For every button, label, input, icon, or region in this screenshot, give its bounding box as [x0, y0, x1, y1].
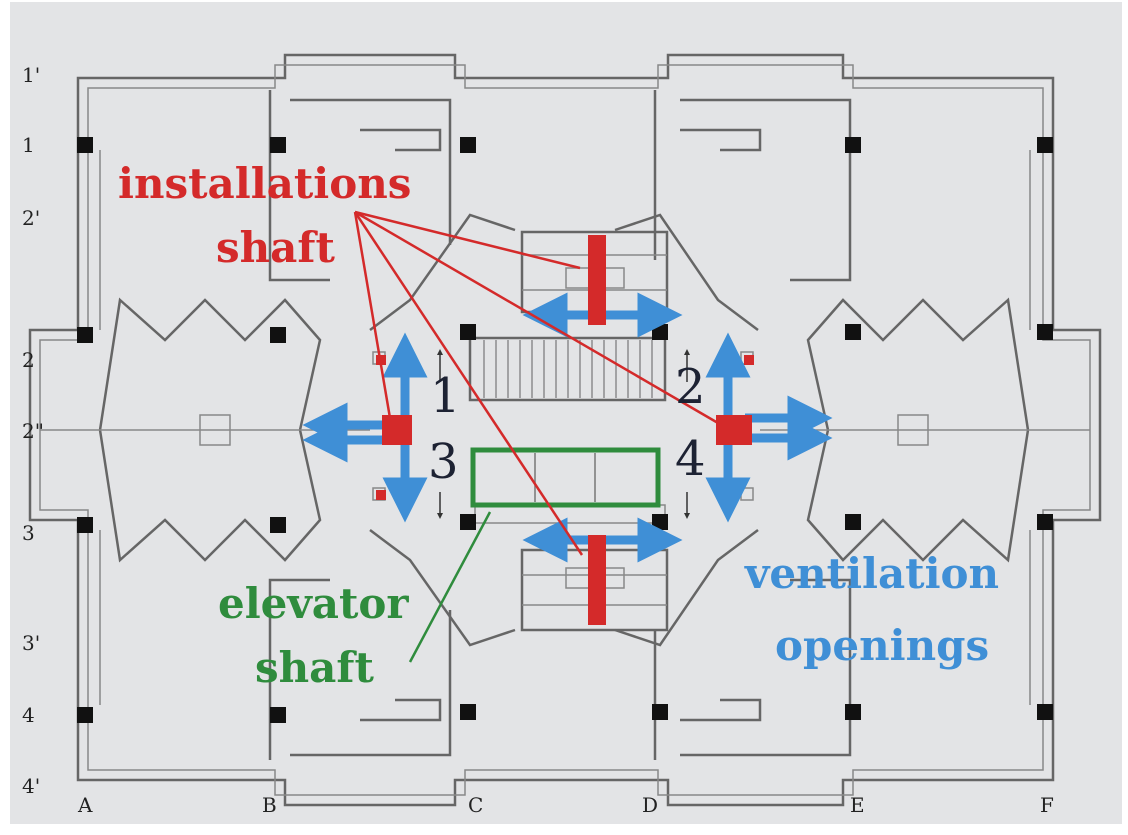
structural-column	[845, 704, 861, 720]
central-core	[372, 230, 754, 632]
elevator-shaft	[408, 447, 661, 663]
structural-column	[845, 514, 861, 530]
structural-column	[270, 517, 286, 533]
structural-column	[77, 707, 93, 723]
building-outline	[28, 53, 1102, 807]
elevator-leader-line	[408, 511, 492, 663]
structural-column	[460, 137, 476, 153]
interior-walls	[40, 90, 1090, 760]
structural-column	[77, 517, 93, 533]
structural-column	[460, 514, 476, 530]
row-label-1prime: 1'	[22, 63, 40, 87]
installations-label-line2: shaft	[216, 223, 335, 272]
structural-column	[1037, 704, 1053, 720]
structural-columns	[77, 137, 1053, 723]
elevator-label-line1: elevator	[218, 579, 409, 628]
column-label-b: B	[262, 793, 277, 817]
column-label-a: A	[77, 793, 93, 817]
column-label-f: F	[1040, 793, 1054, 817]
plan-background	[10, 2, 1122, 824]
stair-number-2: 2	[675, 359, 706, 415]
structural-column	[460, 324, 476, 340]
structural-column	[270, 327, 286, 343]
structural-column	[77, 137, 93, 153]
column-label-c: C	[468, 793, 483, 817]
structural-column	[1037, 137, 1053, 153]
stair-numbers: 1 2 3 4	[428, 359, 706, 490]
installations-shafts	[376, 235, 754, 625]
structural-column	[1037, 514, 1053, 530]
ventilation-label-line2: openings	[775, 621, 989, 670]
stair-number-1: 1	[430, 368, 461, 424]
column-labels: A B C D E F	[77, 793, 1054, 817]
structural-column	[1037, 324, 1053, 340]
staircase-treads	[483, 340, 653, 398]
column-label-d: D	[642, 793, 658, 817]
row-label-4: 4	[22, 703, 35, 727]
structural-column	[270, 707, 286, 723]
row-label-4prime: 4'	[22, 774, 40, 798]
structural-column	[652, 704, 668, 720]
structural-column	[77, 327, 93, 343]
row-label-2dprime: 2"	[22, 419, 44, 443]
structural-column	[652, 324, 668, 340]
structural-column	[270, 137, 286, 153]
row-label-3: 3	[22, 521, 35, 545]
row-label-2prime: 2'	[22, 206, 40, 230]
structural-column	[652, 514, 668, 530]
ventilation-label-line1: ventilation	[744, 549, 999, 598]
row-label-1: 1	[22, 133, 35, 157]
installations-leader-lines	[353, 210, 719, 556]
row-label-3prime: 3'	[22, 631, 40, 655]
structural-column	[460, 704, 476, 720]
installations-label-line1: installations	[118, 159, 411, 208]
structural-column	[845, 324, 861, 340]
stair-number-4: 4	[675, 431, 706, 487]
column-label-e: E	[850, 793, 865, 817]
row-labels: 1' 1 2' 2 2" 3 3' 4 4'	[22, 63, 44, 798]
stair-number-3: 3	[428, 434, 459, 490]
structural-column	[845, 137, 861, 153]
row-label-2: 2	[22, 348, 35, 372]
elevator-label-line2: shaft	[255, 643, 374, 692]
